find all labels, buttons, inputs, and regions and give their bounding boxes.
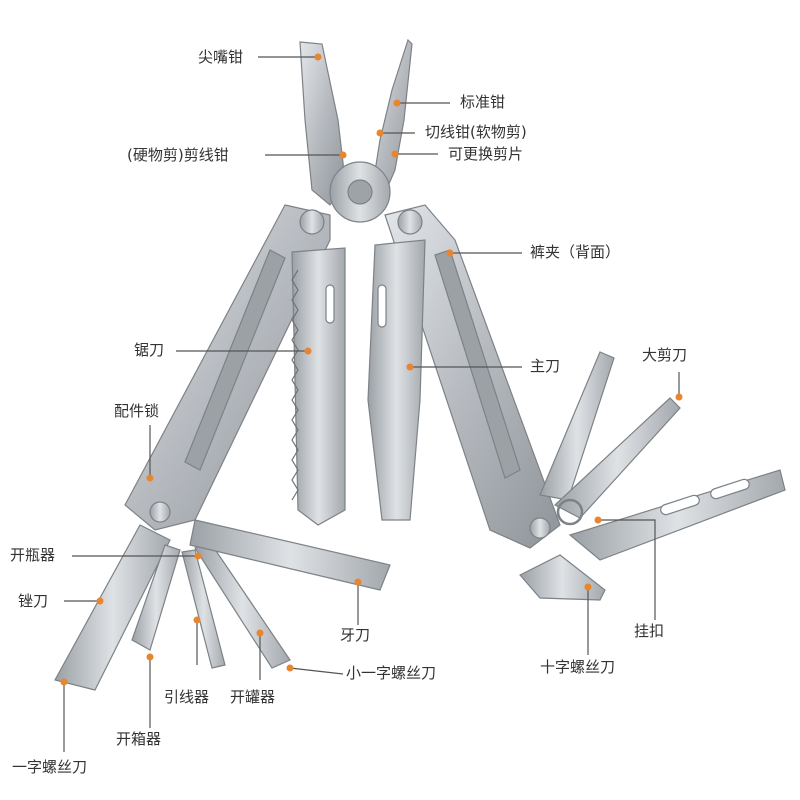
- multitool-illustration: [54, 38, 786, 691]
- label-bottle-opener: 开瓶器: [10, 546, 56, 564]
- serrated-blade: [189, 519, 391, 591]
- label-file: 锉刀: [18, 592, 49, 610]
- label-can-opener: 开罐器: [230, 688, 276, 706]
- label-belt-clip: 裤夹（背面）: [530, 243, 621, 261]
- leader-lines: [63, 56, 680, 752]
- label-big-scissors: 大剪刀: [642, 346, 688, 364]
- phillips-tool: [519, 554, 606, 601]
- marker-dots: [60, 53, 683, 686]
- label-main-knife: 主刀: [530, 357, 561, 375]
- awl-tool: [181, 549, 226, 669]
- label-small-flat-screwdriver: 小一字螺丝刀: [346, 664, 437, 682]
- box-opener-tool: [131, 544, 181, 651]
- label-saw: 锯刀: [134, 341, 165, 359]
- label-wire-cutter-hard: (硬物剪)剪线钳: [127, 146, 229, 164]
- file-tool: [54, 524, 171, 691]
- label-serrated-knife: 牙刀: [340, 626, 371, 644]
- label-awl: 引线器: [164, 688, 210, 706]
- label-replaceable-blade: 可更换剪片: [448, 145, 524, 163]
- label-wire-cutter-soft: 切线钳(软物剪): [425, 123, 527, 141]
- label-box-opener: 开箱器: [116, 730, 162, 748]
- label-needle-nose: 尖嘴钳: [198, 48, 244, 66]
- main-blade: [367, 239, 426, 521]
- scissor-blade-a: [539, 351, 615, 501]
- label-accessory-lock: 配件锁: [114, 402, 160, 420]
- saw-blade: [291, 247, 346, 526]
- label-flat-screwdriver: 一字螺丝刀: [12, 758, 88, 776]
- label-hook: 挂扣: [634, 622, 665, 640]
- label-phillips-screwdriver: 十字螺丝刀: [540, 658, 616, 676]
- label-standard-pliers: 标准钳: [460, 93, 506, 111]
- scissor-blade-b: [553, 397, 681, 519]
